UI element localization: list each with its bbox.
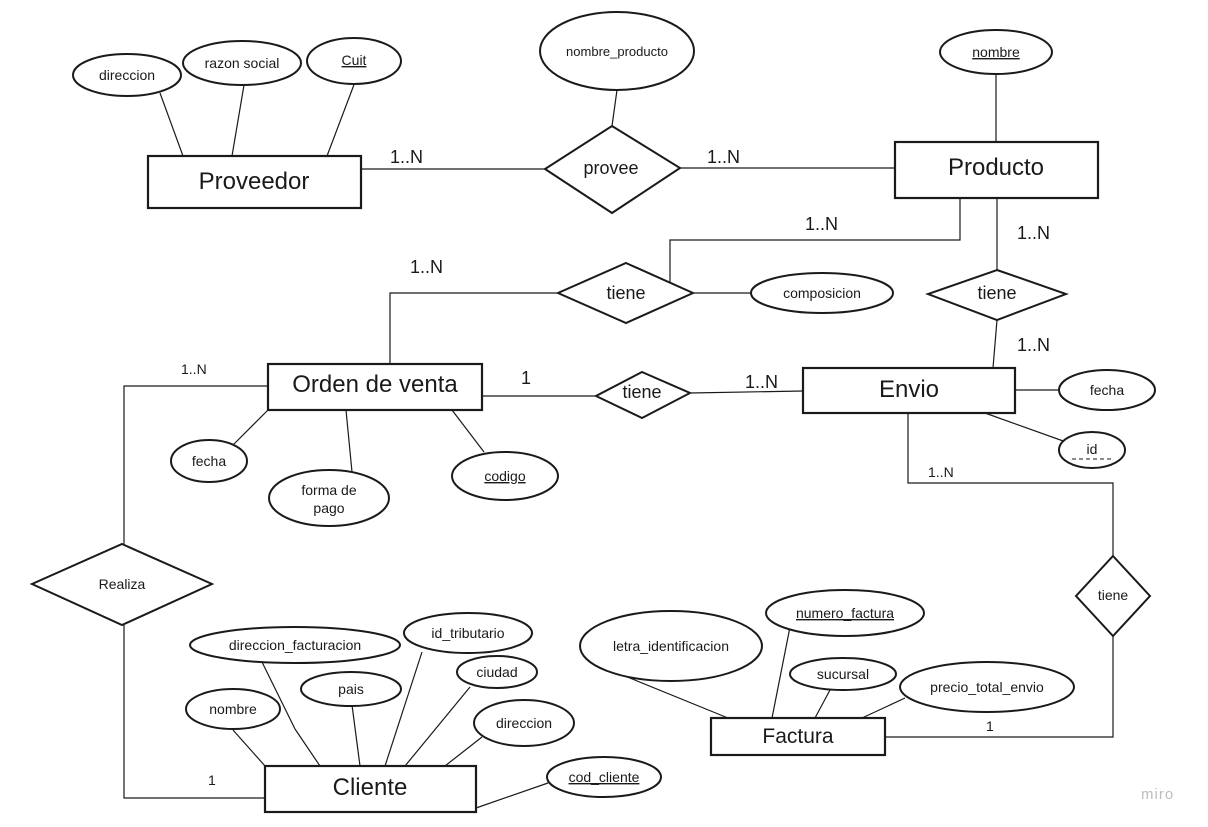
svg-text:razon social: razon social [205, 55, 280, 71]
relationship-realiza[interactable]: Realiza [29, 542, 215, 627]
relationship-realiza-label: Realiza [99, 576, 146, 592]
svg-text:Cuit: Cuit [342, 52, 367, 68]
attribute-direccion-proveedor[interactable]: direccion [72, 53, 182, 97]
svg-text:precio_total_envio: precio_total_envio [930, 679, 1044, 695]
svg-text:composicion: composicion [783, 285, 861, 301]
svg-text:nombre: nombre [209, 701, 257, 717]
cardinality-proveedor-provee: 1..N [390, 147, 423, 167]
svg-text:sucursal: sucursal [817, 666, 869, 682]
cardinality-labels: 1..N 1..N 1..N 1..N 1..N 1..N 1 1..N 1..… [181, 147, 1050, 788]
svg-text:letra_identificacion: letra_identificacion [613, 638, 729, 654]
relationship-tiene-producto-orden[interactable]: tiene [555, 261, 696, 325]
entity-cliente-label: Cliente [333, 774, 408, 801]
miro-watermark: miro [1141, 786, 1174, 803]
entity-cliente[interactable]: Cliente [263, 764, 478, 814]
entity-envio-label: Envio [879, 376, 939, 403]
attribute-fecha-orden[interactable]: fecha [170, 439, 248, 483]
svg-text:nombre_producto: nombre_producto [566, 44, 668, 59]
cardinality-cliente-realiza: 1 [208, 772, 216, 788]
svg-text:fecha: fecha [1090, 382, 1124, 398]
relationship-provee[interactable]: provee [543, 124, 682, 215]
svg-text:cod_cliente: cod_cliente [569, 769, 640, 785]
entity-producto-label: Producto [948, 154, 1044, 181]
svg-text:id_tributario: id_tributario [431, 625, 504, 641]
svg-text:pais: pais [338, 681, 364, 697]
attribute-letra-identificacion[interactable]: letra_identificacion [579, 610, 763, 682]
svg-text:nombre: nombre [972, 44, 1020, 60]
relationship-tiene-producto-orden-label: tiene [606, 283, 645, 303]
cardinality-envio-tiene-orden: 1..N [745, 372, 778, 392]
attribute-forma-de-pago[interactable]: forma de pago [268, 469, 390, 527]
attribute-cuit[interactable]: Cuit [306, 37, 402, 85]
cardinality-envio-tiene-factura: 1..N [928, 464, 954, 480]
connector-lines [123, 73, 1114, 809]
attribute-pais[interactable]: pais [300, 671, 402, 707]
entity-factura-label: Factura [762, 725, 834, 748]
entity-orden-venta-label: Orden de venta [292, 371, 458, 398]
attribute-nombre-producto-key[interactable]: nombre [939, 29, 1053, 75]
attribute-numero-factura[interactable]: numero_factura [765, 589, 925, 637]
relationship-tiene-orden-envio[interactable]: tiene [593, 370, 693, 420]
cardinality-orden-realiza: 1..N [181, 361, 207, 377]
entity-factura[interactable]: Factura [709, 716, 887, 757]
attribute-nombre-cliente[interactable]: nombre [185, 688, 281, 730]
relationship-tiene-producto-envio-label: tiene [977, 283, 1016, 303]
svg-text:id: id [1087, 441, 1098, 457]
relationship-tiene-orden-envio-label: tiene [622, 382, 661, 402]
entity-orden-venta[interactable]: Orden de venta [266, 362, 484, 412]
entity-proveedor-label: Proveedor [199, 168, 310, 195]
attribute-direccion-facturacion[interactable]: direccion_facturacion [189, 626, 401, 664]
relationship-provee-label: provee [583, 158, 638, 178]
svg-text:fecha: fecha [192, 453, 226, 469]
attribute-cod-cliente[interactable]: cod_cliente [546, 756, 662, 798]
entity-producto[interactable]: Producto [893, 140, 1100, 200]
cardinality-producto-tiene-orden: 1..N [805, 214, 838, 234]
cardinality-factura-tiene-envio: 1 [986, 718, 994, 734]
entity-proveedor[interactable]: Proveedor [146, 154, 363, 210]
svg-text:pago: pago [313, 500, 344, 516]
attribute-codigo[interactable]: codigo [451, 451, 559, 501]
svg-text:direccion: direccion [99, 67, 155, 83]
entity-envio[interactable]: Envio [801, 366, 1017, 415]
attribute-direccion-cliente[interactable]: direccion [473, 699, 575, 747]
attribute-ciudad[interactable]: ciudad [456, 655, 538, 689]
cardinality-orden-tiene-envio: 1 [521, 368, 531, 388]
cardinality-orden-tiene-producto: 1..N [410, 257, 443, 277]
svg-text:direccion: direccion [496, 715, 552, 731]
svg-text:numero_factura: numero_factura [796, 605, 894, 621]
svg-text:ciudad: ciudad [476, 664, 517, 680]
relationship-tiene-envio-factura[interactable]: tiene [1074, 554, 1152, 638]
relationship-tiene-envio-factura-label: tiene [1098, 587, 1129, 603]
svg-text:direccion_facturacion: direccion_facturacion [229, 637, 361, 653]
attribute-razon-social[interactable]: razon social [182, 40, 302, 86]
attribute-sucursal[interactable]: sucursal [789, 657, 897, 691]
attribute-id-envio[interactable]: id [1058, 431, 1126, 469]
attribute-composicion[interactable]: composicion [750, 272, 894, 314]
svg-text:forma de: forma de [301, 482, 356, 498]
attribute-fecha-envio[interactable]: fecha [1058, 369, 1156, 411]
svg-text:codigo: codigo [484, 468, 525, 484]
cardinality-envio-tiene-producto: 1..N [1017, 335, 1050, 355]
attribute-id-tributario[interactable]: id_tributario [403, 612, 533, 654]
attribute-precio-total-envio[interactable]: precio_total_envio [899, 661, 1075, 713]
attribute-nombre-producto[interactable]: nombre_producto [539, 11, 695, 91]
cardinality-producto-tiene-envio: 1..N [1017, 223, 1050, 243]
cardinality-provee-producto: 1..N [707, 147, 740, 167]
relationship-tiene-producto-envio[interactable]: tiene [925, 268, 1069, 322]
